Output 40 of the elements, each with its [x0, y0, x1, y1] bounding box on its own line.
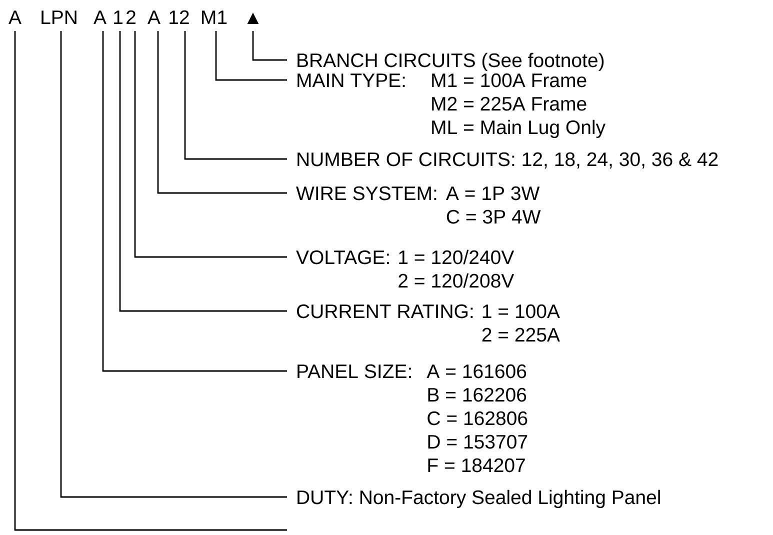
description-text: DUTY: Non-Factory Sealed Lighting Panel [298, 490, 660, 508]
leader-line [252, 31, 287, 61]
description-text: VOLTAGE: [296, 250, 389, 264]
code-letter: A [8, 10, 22, 24]
option-text: D = 153707 [428, 434, 528, 449]
option-text: 2 = 120/208V [398, 273, 514, 288]
description-text: WIRE SYSTEM: [296, 186, 436, 200]
option-text: 1 = 120/240V [399, 250, 514, 264]
description-text: CURRENT RATING: [297, 304, 473, 318]
option-text: 1 = 100A [482, 304, 560, 318]
code-letter: 12 [170, 10, 189, 24]
leader-line [102, 31, 287, 372]
code-letter: M1 [202, 10, 227, 24]
option-text: M2 = 225A Frame [432, 96, 586, 111]
option-text: C = 162806 [428, 411, 528, 426]
code-letter: A [148, 10, 160, 24]
code-letter: ▲ [247, 12, 259, 24]
description-text: NUMBER OF CIRCUITS: 12, 18, 24, 30, 36 & 42 [298, 152, 718, 168]
leader-line [134, 31, 287, 258]
leader-line [215, 31, 287, 81]
leader-line [157, 31, 287, 194]
option-text: M1 = 100A Frame [432, 73, 586, 88]
code-letter: 2 [126, 10, 136, 24]
leader-line [60, 31, 287, 498]
code-letter: 1 [114, 10, 122, 24]
option-text: A = 1P 3W [446, 186, 540, 200]
option-text: ML = Main Lug Only [432, 120, 606, 138]
code-letter: A [94, 10, 106, 24]
code-letter: LPN [42, 10, 76, 24]
leader-line [184, 31, 287, 160]
leader-line [14, 31, 287, 531]
option-text: F = 184207 [428, 458, 525, 472]
option-text: 2 = 225A [482, 328, 560, 342]
description-text: PANEL SIZE: [298, 364, 411, 378]
option-text: C = 3P 4W [446, 210, 541, 224]
option-text: B = 162206 [428, 388, 526, 402]
option-text: A = 161606 [426, 364, 526, 378]
description-text: MAIN TYPE: [298, 74, 405, 87]
description-text: BRANCH CIRCUITS (See footnote) [298, 52, 604, 72]
leader-line [119, 31, 287, 312]
